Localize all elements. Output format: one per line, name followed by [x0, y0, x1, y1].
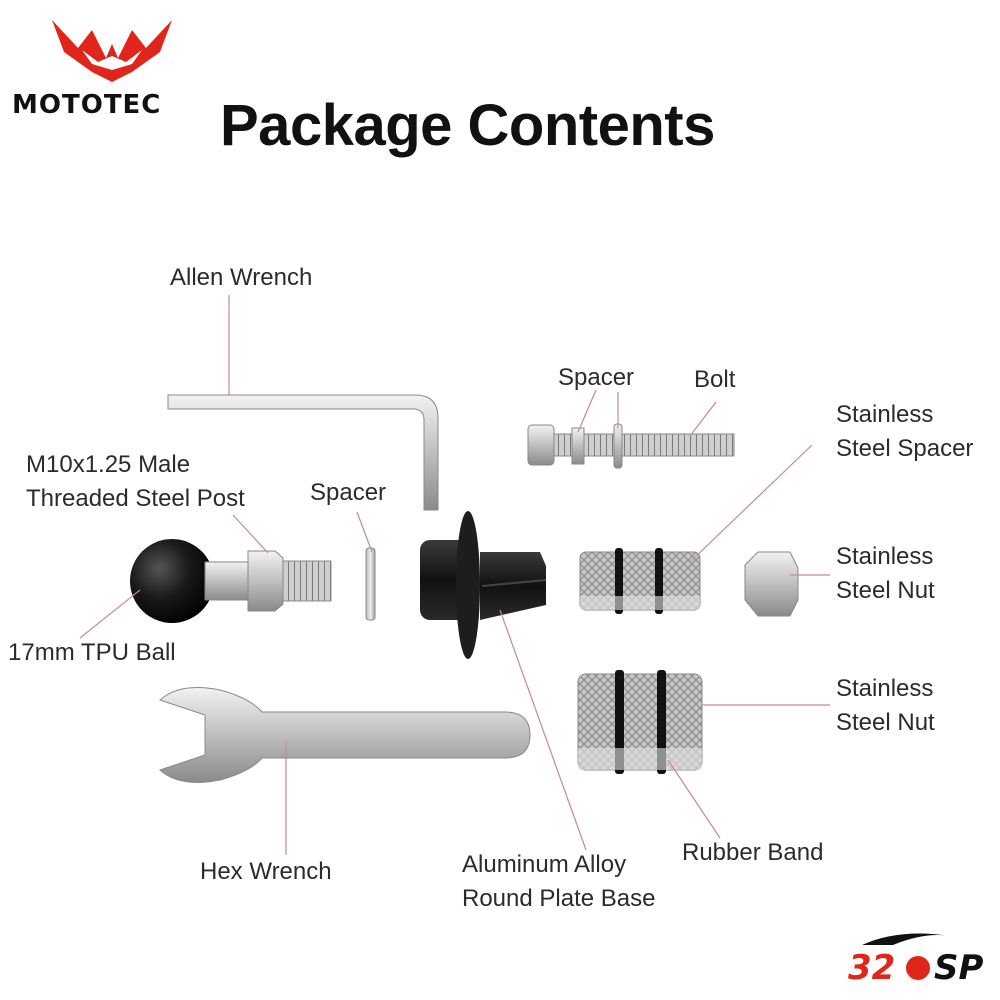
32sp-badge-logo-icon — [862, 933, 950, 980]
label-spacer-top: Spacer — [558, 364, 635, 391]
label-tpu-ball: 17mm TPU Ball — [8, 639, 176, 666]
label-spacer-mid: Spacer — [310, 479, 387, 506]
leader-spacer-top — [577, 389, 597, 433]
badge-number: 32 — [848, 948, 896, 988]
label-base-line2: Round Plate Base — [462, 885, 656, 912]
label-rubber-band: Rubber Band — [682, 839, 824, 866]
leader-spacer-mid — [356, 511, 373, 553]
label-stainless-nut-a-line2: Steel Nut — [836, 577, 935, 604]
label-bolt: Bolt — [694, 366, 736, 393]
label-threaded-post-line2: Threaded Steel Post — [26, 485, 245, 512]
stainless-steel-nut-large-part — [577, 670, 703, 774]
leader-stainless-spacer — [689, 444, 813, 563]
washer-spacer-part — [365, 547, 376, 621]
label-threaded-post-line1: M10x1.25 Male — [26, 451, 191, 478]
leader-bolt — [689, 401, 717, 437]
leader-base — [499, 609, 587, 851]
badge-suffix: SP — [934, 948, 984, 988]
label-stainless-spacer-line1: Stainless — [836, 401, 934, 428]
bolt-part — [527, 423, 735, 469]
page-title: Package Contents — [220, 93, 715, 158]
leader-threaded-post — [232, 514, 269, 554]
leader-tpu-ball — [79, 589, 141, 639]
label-hex-wrench: Hex Wrench — [200, 858, 332, 885]
mototec-logo-icon — [52, 20, 172, 82]
stainless-steel-spacer-part — [579, 548, 701, 614]
label-stainless-spacer-line2: Steel Spacer — [836, 435, 974, 462]
label-stainless-nut-b-line2: Steel Nut — [836, 709, 935, 736]
label-stainless-nut-b-line1: Stainless — [836, 675, 934, 702]
label-stainless-nut-a-line1: Stainless — [836, 543, 934, 570]
allen-wrench-part — [167, 394, 439, 511]
label-base-line1: Aluminum Alloy — [462, 851, 627, 878]
leader-lines — [79, 295, 830, 855]
brand-name: MOTOTEC — [12, 90, 162, 120]
label-allen-wrench: Allen Wrench — [170, 264, 313, 291]
stainless-steel-nut-small-part — [744, 551, 799, 617]
round-plate-base-part — [420, 511, 547, 659]
leader-rubber-band — [667, 759, 721, 839]
hex-wrench-part — [159, 687, 531, 783]
tpu-ball-threaded-post-part — [130, 539, 332, 623]
